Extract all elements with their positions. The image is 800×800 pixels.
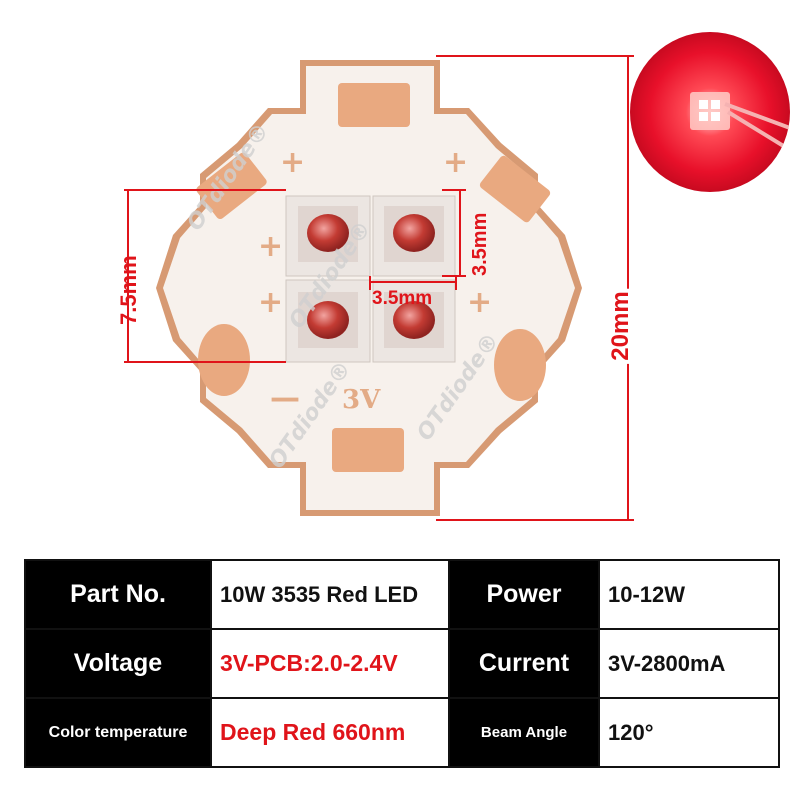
table-row: Voltage 3V-PCB:2.0-2.4V Current 3V-2800m… [24, 628, 780, 699]
table-row: Part No. 10W 3535 Red LED Power 10-12W [24, 559, 780, 630]
voltage-value: 3V-PCB:2.0-2.4V [210, 628, 450, 699]
label-chip-width: 3.5mm [372, 288, 432, 309]
lit-led-photo [630, 32, 790, 192]
beam-angle-label: Beam Angle [448, 697, 600, 768]
label-chip-height: 3.5mm [469, 213, 491, 276]
label-module-height: 7.5mm [116, 255, 141, 325]
color-temperature-label: Color temperature [24, 697, 212, 768]
power-label: Power [448, 559, 600, 630]
copper-pad-right [494, 329, 546, 401]
voltage-mark: 3V [342, 385, 381, 415]
voltage-label: Voltage [24, 628, 212, 699]
plus-mark-5: + [467, 285, 492, 320]
copper-pad-top [338, 83, 410, 127]
dimension-chip-width [369, 276, 457, 290]
beam-angle-value: 120° [598, 697, 780, 768]
color-temperature-value: Deep Red 660nm [210, 697, 450, 768]
power-value: 10-12W [598, 559, 780, 630]
current-label: Current [448, 628, 600, 699]
minus-mark: — [270, 381, 300, 416]
copper-pad-left [198, 324, 250, 396]
led-board-illustration: + + + + + — 3V OTdiode® OTdiode® OTdiode… [116, 32, 790, 521]
part-no-value: 10W 3535 Red LED [210, 559, 450, 630]
led-chip-top-left [285, 195, 371, 277]
led-chip-top-right [372, 195, 456, 277]
copper-pad-top-right [479, 155, 551, 223]
part-no-label: Part No. [24, 559, 212, 630]
current-value: 3V-2800mA [598, 628, 780, 699]
led-chip-bottom-right [372, 279, 456, 363]
copper-pad-top-left [196, 152, 267, 220]
spec-table: Part No. 10W 3535 Red LED Power 10-12W V… [24, 559, 780, 768]
dimension-board-diameter [436, 55, 634, 521]
plus-mark-3: + [258, 229, 283, 264]
dimension-module-height [124, 189, 286, 363]
plus-mark-4: + [258, 285, 283, 320]
plus-mark-2: + [443, 145, 468, 180]
dimension-chip-height [442, 189, 466, 277]
copper-pad-bottom [332, 428, 404, 472]
table-row: Color temperature Deep Red 660nm Beam An… [24, 697, 780, 768]
label-board-diameter: 20mm [607, 291, 634, 360]
plus-mark-1: + [280, 145, 305, 180]
led-chip-bottom-left [285, 279, 371, 363]
